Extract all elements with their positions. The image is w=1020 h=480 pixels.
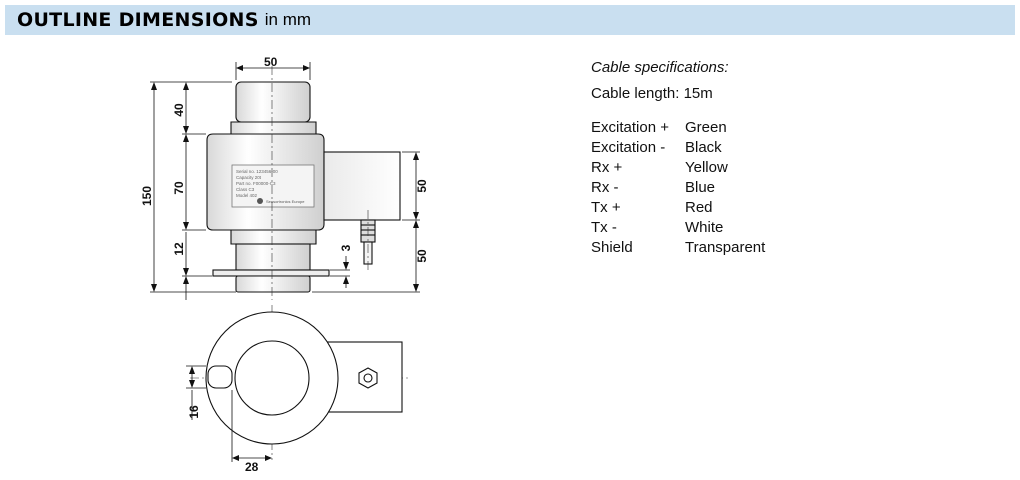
wire-signal: Excitation - — [591, 139, 666, 156]
top-cap — [235, 81, 311, 123]
nameplate-logo-text: Sensortronics Europe — [266, 199, 305, 204]
wire-signal: Tx + — [591, 199, 621, 216]
wire-row: Shield Transparent — [591, 238, 765, 258]
top-view-dimensions — [186, 365, 270, 462]
nameplate-line-3: Part no. F00000-C3 — [236, 181, 276, 186]
wire-signal: Excitation + — [591, 119, 669, 136]
nameplate-line-4: Class C3 — [236, 187, 255, 192]
wire-signal: Rx - — [591, 179, 619, 196]
wire-color: Transparent — [685, 239, 766, 256]
cable-specifications: Cable specifications: Cable length: 15m … — [591, 58, 765, 258]
nameplate-line-1: Serial no. 123456-00 — [236, 169, 278, 174]
wire-row: Tx - White — [591, 218, 765, 238]
wire-color: Black — [685, 139, 722, 156]
arrowheads — [151, 65, 419, 292]
side-view — [206, 81, 401, 293]
wire-color: Yellow — [685, 159, 728, 176]
wire-color: Green — [685, 119, 727, 136]
wire-signal: Shield — [591, 239, 633, 256]
nameplate: Serial no. 123456-00 Capacity 20t Part n… — [231, 164, 315, 208]
dim-lower-height: 50 — [415, 249, 429, 263]
dim-cap-height: 40 — [172, 103, 186, 117]
wire-row: Rx - Blue — [591, 178, 765, 198]
dim-top-width: 50 — [264, 55, 278, 69]
wire-signal: Tx - — [591, 219, 617, 236]
wire-color-table: Excitation + Green Excitation - Black Rx +… — [591, 118, 765, 258]
foot — [235, 275, 311, 293]
wire-color: White — [685, 219, 724, 236]
top-view — [205, 311, 403, 445]
dim-slot-width: 16 — [187, 405, 201, 419]
wire-row: Excitation + Green — [591, 118, 765, 138]
base-plate — [212, 269, 330, 277]
top-view-inner-ring — [234, 340, 310, 416]
lower-collar — [230, 229, 317, 245]
cable-length-label: Cable length: — [591, 85, 680, 102]
cable-length-value: 15m — [683, 85, 713, 102]
mounting-slot — [207, 365, 233, 389]
dim-body-height: 70 — [172, 181, 186, 195]
wire-row: Excitation - Black — [591, 138, 765, 158]
cable-box — [323, 151, 401, 221]
nameplate-line-2: Capacity 20t — [236, 175, 262, 180]
cable-length: Cable length: 15m — [591, 84, 765, 104]
section-unit: in mm — [264, 10, 312, 29]
section-title: OUTLINE DIMENSIONS — [17, 9, 259, 31]
cable-spec-title: Cable specifications: — [591, 59, 729, 76]
section-header: OUTLINE DIMENSIONS in mm — [5, 5, 1015, 35]
dim-base-height: 12 — [172, 242, 186, 256]
upper-collar — [230, 121, 317, 135]
nameplate-line-5: Model 402 — [236, 193, 258, 198]
wire-row: Rx + Yellow — [591, 158, 765, 178]
dim-total-height: 150 — [140, 186, 154, 206]
dim-box-height: 50 — [415, 179, 429, 193]
dim-cable-offset: 3 — [339, 244, 353, 251]
lower-neck — [235, 243, 311, 271]
wire-color: Red — [685, 199, 713, 216]
wire-signal: Rx + — [591, 159, 623, 176]
wire-row: Tx + Red — [591, 198, 765, 218]
dim-slot-offset: 28 — [245, 460, 259, 474]
wire-color: Blue — [685, 179, 716, 196]
logo-icon — [257, 198, 263, 204]
outline-drawing: Serial no. 123456-00 Capacity 20t Part n… — [140, 55, 429, 474]
